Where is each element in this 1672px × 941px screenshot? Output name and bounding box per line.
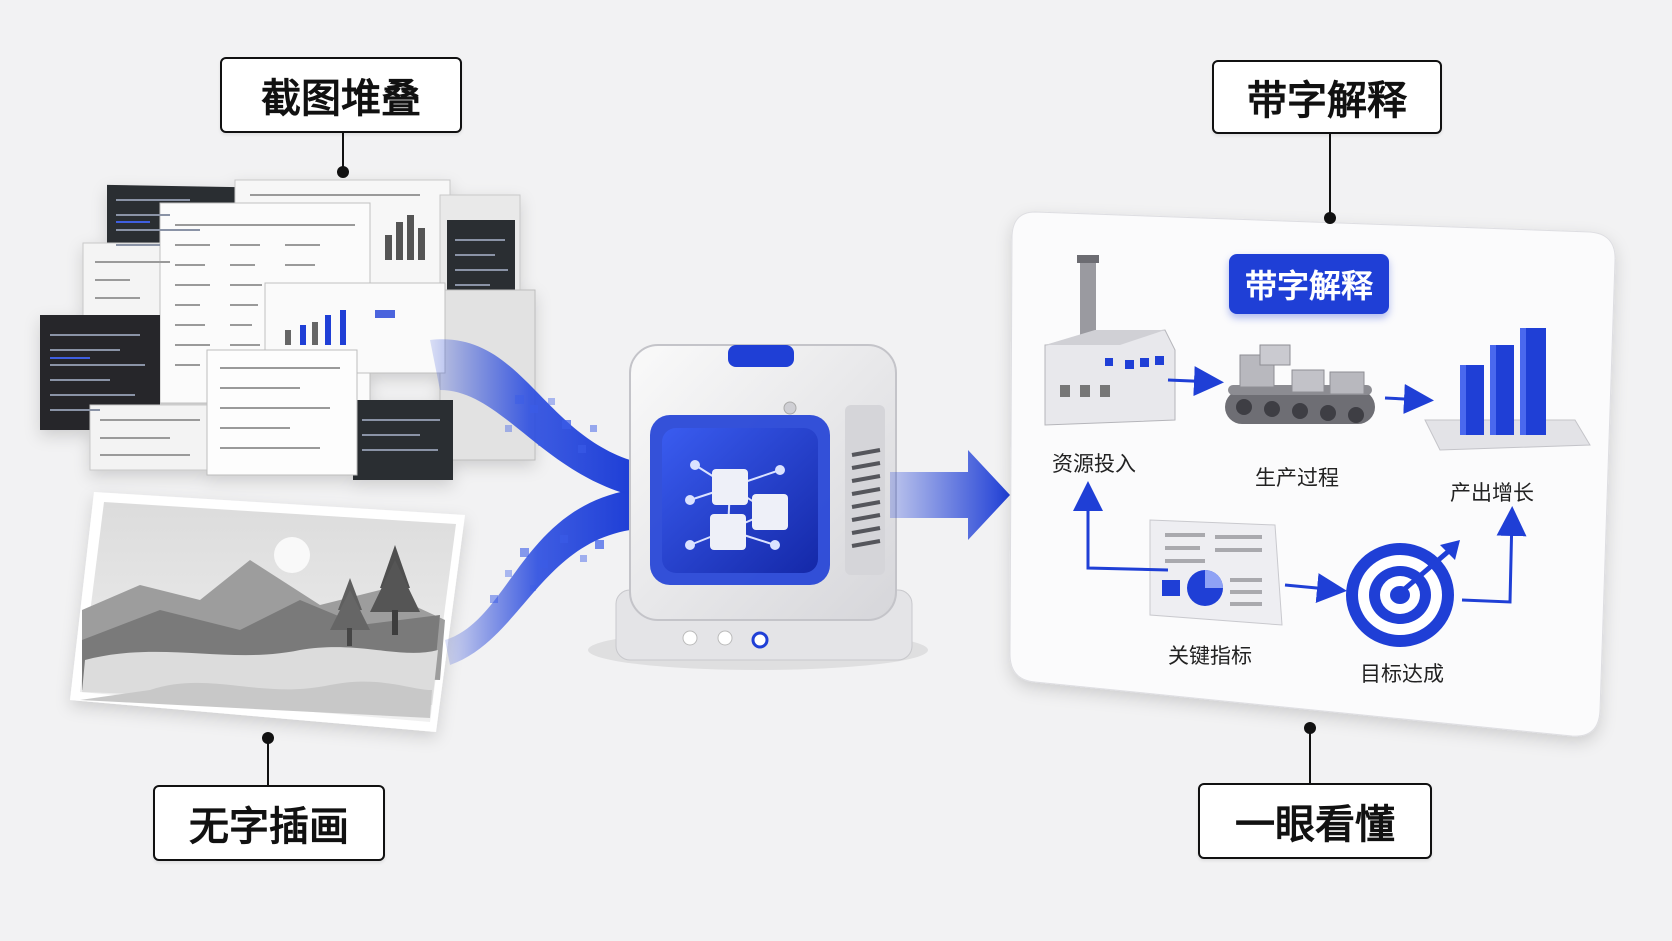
screenshot-stack: [40, 179, 536, 480]
label-textless-illustration: 无字插画: [153, 785, 385, 861]
output-arrow: [890, 450, 1010, 540]
connector-dot: [262, 732, 274, 744]
growth-bars-icon: [1424, 328, 1591, 451]
label-stacked-screenshots: 截图堆叠: [220, 57, 462, 133]
connector-dot: [1324, 212, 1336, 224]
panel-badge: 带字解释: [1229, 254, 1389, 314]
caption-goal-achieved: 目标达成: [1360, 662, 1444, 686]
conveyor-icon: [1225, 344, 1375, 424]
explanation-panel: [1009, 211, 1616, 737]
landscape-illustration: [70, 492, 465, 732]
caption-resource-input: 资源投入: [1052, 452, 1136, 476]
factory-icon: [1044, 255, 1176, 426]
processing-machine: [588, 344, 928, 670]
target-icon: [1346, 540, 1460, 647]
callout-connectors: [267, 130, 1331, 790]
connector-dot: [1304, 722, 1316, 734]
label-annotated-explanation: 带字解释: [1212, 60, 1442, 134]
caption-output-growth: 产出增长: [1450, 481, 1534, 505]
caption-key-metrics: 关键指标: [1168, 644, 1252, 668]
metrics-card-icon: [1149, 519, 1283, 626]
data-flow-streams: [430, 339, 630, 665]
connector-dot: [337, 166, 349, 178]
label-clear-at-a-glance: 一眼看懂: [1198, 783, 1432, 859]
caption-production-process: 生产过程: [1255, 466, 1339, 490]
